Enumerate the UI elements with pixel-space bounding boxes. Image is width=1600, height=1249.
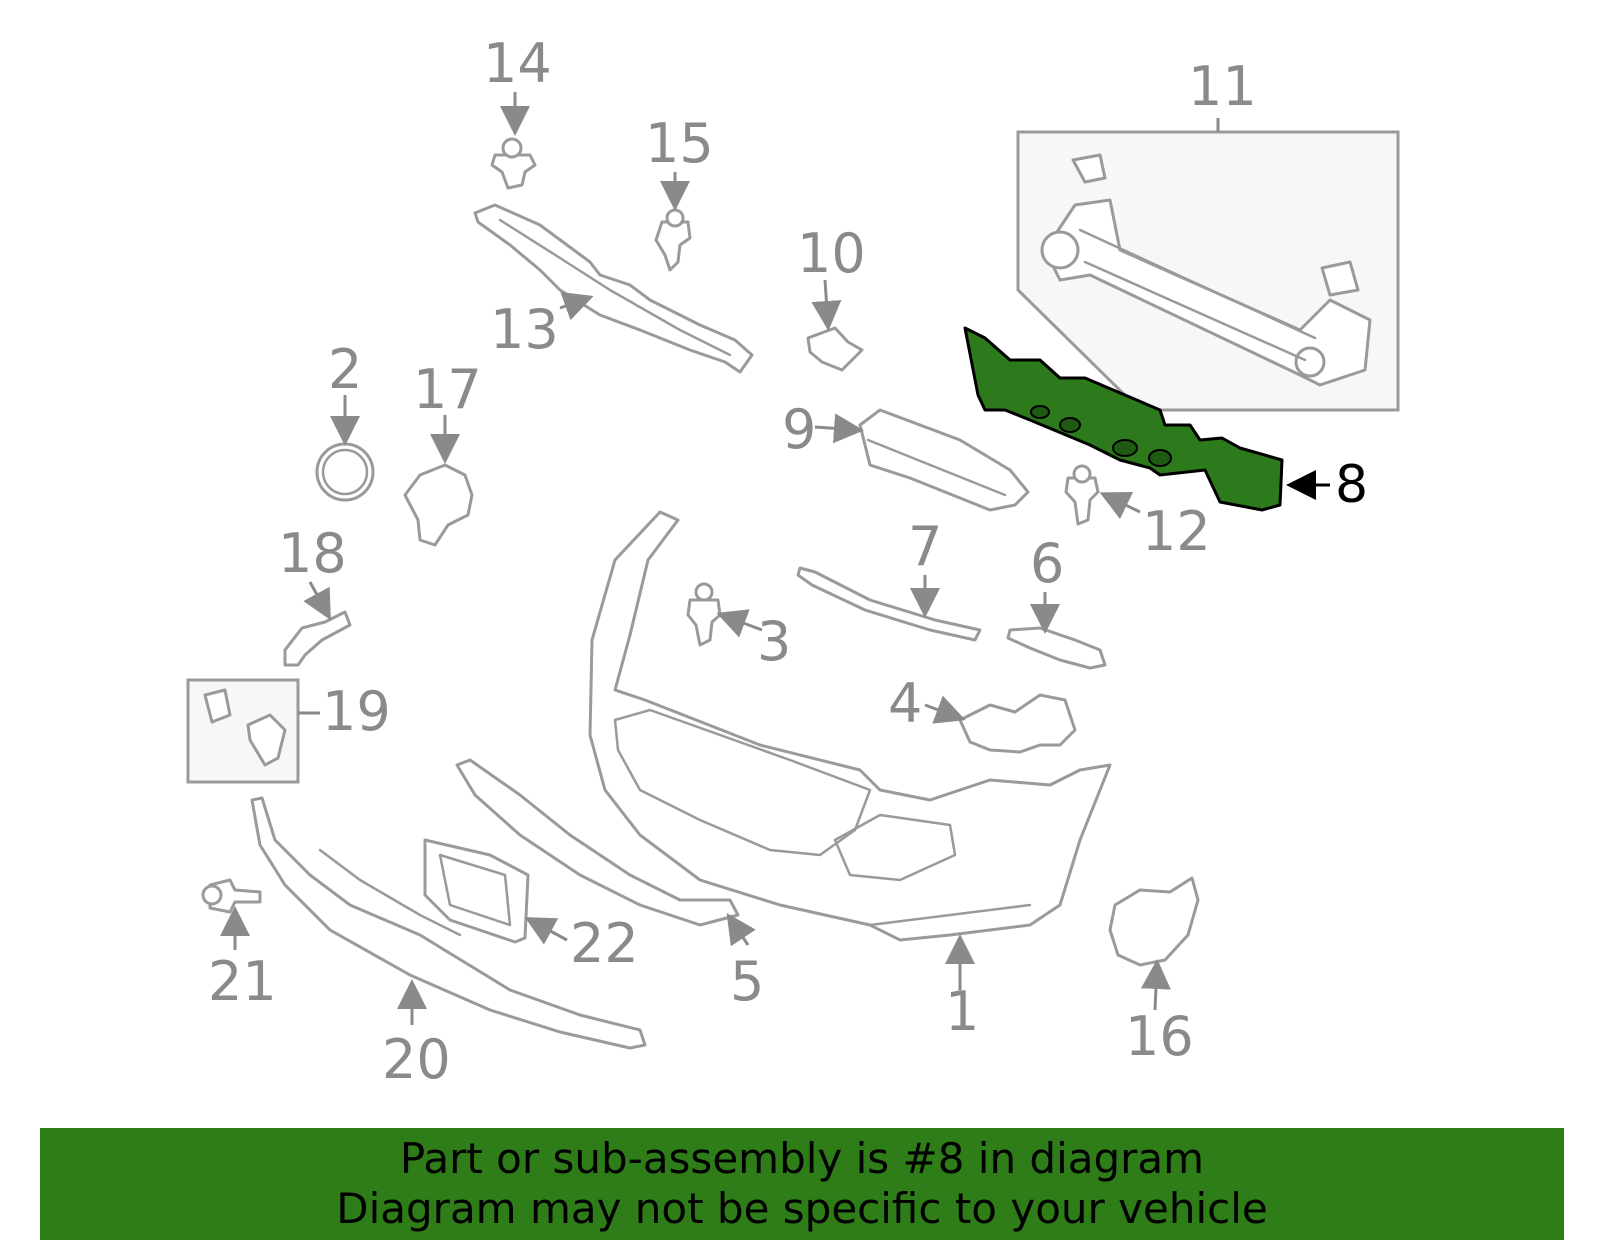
- part-15-clip[interactable]: [654, 208, 692, 272]
- part-21-bolt[interactable]: [201, 878, 262, 914]
- part-17-housing[interactable]: [403, 463, 474, 547]
- callout-17: 17: [413, 358, 482, 421]
- part-13-bracket[interactable]: [473, 203, 754, 374]
- callout-6: 6: [1030, 532, 1064, 595]
- part-9-reinforcement[interactable]: [858, 408, 1030, 512]
- part-22-license-bracket[interactable]: [423, 838, 530, 944]
- part-11-assembly[interactable]: [1016, 130, 1400, 412]
- banner-line-1: Part or sub-assembly is #8 in diagram: [399, 1134, 1205, 1183]
- callout-3: 3: [757, 610, 791, 673]
- callout-18: 18: [278, 522, 347, 585]
- callout-15: 15: [645, 112, 714, 175]
- part-19-kit[interactable]: [186, 678, 300, 784]
- callout-21: 21: [208, 950, 277, 1013]
- banner-line-2: Diagram may not be specific to your vehi…: [336, 1184, 1268, 1233]
- info-banner: Part or sub-assembly is #8 in diagram Di…: [40, 1128, 1564, 1240]
- part-6-bracket[interactable]: [1006, 626, 1107, 670]
- part-8-energy-absorber[interactable]: [963, 326, 1284, 512]
- callout-9: 9: [782, 398, 816, 461]
- callout-2: 2: [328, 338, 362, 401]
- part-3-clip[interactable]: [686, 582, 722, 647]
- callout-12: 12: [1142, 500, 1211, 563]
- callout-20: 20: [382, 1028, 451, 1091]
- callout-11: 11: [1188, 55, 1257, 118]
- callout-4: 4: [888, 672, 922, 735]
- part-10-bracket[interactable]: [806, 326, 864, 372]
- part-1-bumper-cover[interactable]: [588, 510, 1112, 942]
- callout-13: 13: [490, 298, 559, 361]
- callout-7: 7: [908, 515, 942, 578]
- callout-19: 19: [322, 680, 391, 743]
- callout-14: 14: [483, 32, 552, 95]
- callout-5: 5: [730, 950, 764, 1013]
- part-2-ring[interactable]: [315, 442, 375, 502]
- part-7-molding[interactable]: [796, 566, 982, 642]
- part-18-clip[interactable]: [283, 610, 352, 667]
- part-5-molding[interactable]: [455, 758, 740, 927]
- callout-22: 22: [570, 912, 639, 975]
- part-4-bracket[interactable]: [958, 693, 1077, 754]
- part-20-lower-grille[interactable]: [250, 796, 647, 1050]
- part-14-bolt[interactable]: [490, 137, 537, 190]
- callout-16: 16: [1125, 1005, 1194, 1068]
- leader-lines: [220, 92, 1330, 1025]
- callout-1: 1: [945, 980, 979, 1043]
- callout-10: 10: [797, 222, 866, 285]
- part-12-bolt[interactable]: [1064, 464, 1100, 526]
- callout-8: 8: [1335, 455, 1368, 515]
- part-16-bracket[interactable]: [1108, 876, 1200, 967]
